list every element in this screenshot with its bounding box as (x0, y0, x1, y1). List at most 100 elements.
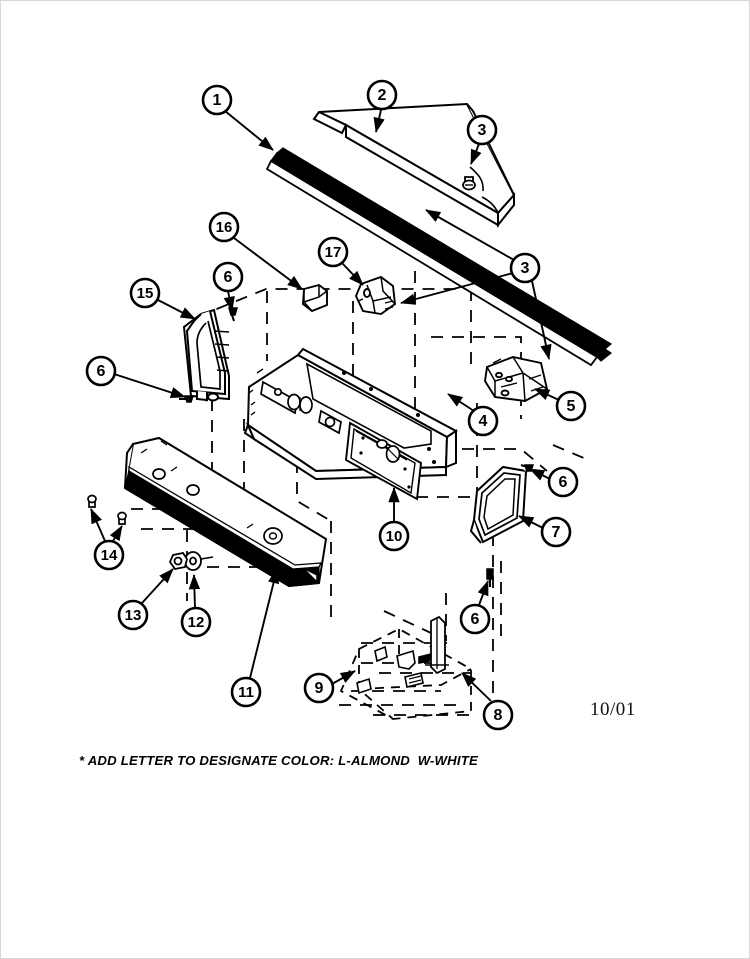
callout-circle (212, 261, 244, 293)
leader-9 (331, 670, 356, 685)
callout-bubble-1[interactable]: 1 (201, 84, 233, 116)
callout-bubble-6b[interactable]: 6 (85, 355, 117, 387)
part-right-console-end-cap (469, 464, 529, 544)
leader-13 (141, 568, 174, 604)
leader-3a (470, 143, 482, 165)
leader-3c (400, 272, 514, 305)
callout-circle (459, 603, 491, 635)
part-water-valve-bracket (354, 275, 397, 316)
callout-bubble-10[interactable]: 10 (378, 520, 410, 552)
callout-number: 16 (216, 219, 233, 236)
callout-bubble-6d[interactable]: 6 (459, 603, 491, 635)
callout-number: 6 (97, 363, 106, 380)
callout-bubble-3b[interactable]: 3 (509, 252, 541, 284)
callout-bubble-9[interactable]: 9 (303, 672, 335, 704)
callout-circle (547, 466, 579, 498)
leader-16 (233, 237, 303, 290)
callout-number: 7 (552, 524, 561, 541)
callout-circle (540, 516, 572, 548)
callout-bubble-3a[interactable]: 3 (466, 114, 498, 146)
callout-leader-lines (90, 109, 560, 702)
callout-number: 10 (386, 528, 403, 545)
callout-circle (208, 211, 240, 243)
callout-circle (467, 405, 499, 437)
callout-bubble-2[interactable]: 2 (366, 79, 398, 111)
callout-bubble-13[interactable]: 13 (117, 599, 149, 631)
callout-circle (378, 520, 410, 552)
part-cabinet-detail-features (356, 615, 449, 695)
callout-circle (366, 79, 398, 111)
control-panel-cutouts (260, 362, 436, 501)
callout-number: 15 (137, 285, 154, 302)
callout-bubble-7[interactable]: 7 (540, 516, 572, 548)
part-console-retainer-clip (302, 283, 328, 313)
callout-circle (85, 355, 117, 387)
part-knob-clip (168, 551, 188, 570)
callout-number: 2 (378, 87, 387, 104)
leader-6a (223, 290, 235, 312)
callout-number: 4 (479, 413, 488, 430)
callout-circle (317, 236, 349, 268)
callout-number: 8 (494, 707, 503, 724)
leader-1 (224, 110, 274, 151)
leader-2 (373, 109, 385, 133)
callout-circle (180, 606, 212, 638)
callout-bubble-5[interactable]: 5 (555, 390, 587, 422)
callout-bubble-15[interactable]: 15 (129, 277, 161, 309)
callout-bubble-14[interactable]: 14 (93, 539, 125, 571)
callout-number: 13 (125, 607, 142, 624)
part-screw-head-top (462, 176, 476, 191)
callout-bubble-12[interactable]: 12 (180, 606, 212, 638)
leader-14b (109, 525, 123, 542)
leader-12 (188, 574, 201, 609)
color-designation-footnote: * ADD LETTER TO DESIGNATE COLOR: L-ALMON… (79, 753, 478, 768)
callout-circle (482, 699, 514, 731)
part-push-pin-fasteners (87, 494, 127, 525)
leader-6c (529, 468, 551, 481)
part-console-front-panel (123, 436, 328, 588)
leader-3d (531, 280, 552, 360)
callout-circle (129, 277, 161, 309)
callout-bubble-8[interactable]: 8 (482, 699, 514, 731)
callout-circle (509, 252, 541, 284)
part-console-trim-strip (265, 147, 613, 367)
callout-circle (117, 599, 149, 631)
callout-circle (93, 539, 125, 571)
callout-circle (466, 114, 498, 146)
callout-number: 6 (559, 474, 568, 491)
callout-bubble-6c[interactable]: 6 (547, 466, 579, 498)
leader-11 (249, 568, 280, 679)
callout-number: 11 (238, 684, 254, 701)
callout-bubble-16[interactable]: 16 (208, 211, 240, 243)
callout-bubble-6a[interactable]: 6 (212, 261, 244, 293)
callout-number: 17 (325, 244, 342, 261)
part-lid-switch-assembly (484, 356, 549, 402)
part-left-console-end-cap (182, 308, 230, 402)
callout-bubble-4[interactable]: 4 (467, 405, 499, 437)
leader-3b (425, 209, 515, 261)
leader-4 (447, 393, 475, 412)
callout-number: 6 (471, 611, 480, 628)
callout-number: 5 (567, 398, 576, 415)
callout-number: 14 (101, 547, 118, 564)
callout-circle (555, 390, 587, 422)
callout-number: 3 (478, 122, 487, 139)
leader-6d (477, 580, 489, 606)
callout-circle (303, 672, 335, 704)
callout-circle (230, 676, 262, 708)
leader-17 (341, 262, 364, 286)
callout-number: 9 (315, 680, 324, 697)
date-stamp: 10/01 (590, 699, 636, 720)
leader-5 (534, 388, 560, 401)
callout-bubble-17[interactable]: 17 (317, 236, 349, 268)
leader-15 (157, 299, 196, 320)
callout-bubble-11[interactable]: 11 (230, 676, 262, 708)
leader-7 (518, 515, 544, 529)
leader-6b (113, 373, 186, 399)
leader-14 (90, 508, 106, 542)
callout-number: 1 (213, 92, 222, 109)
callout-number: 3 (521, 260, 530, 277)
callout-number: 12 (188, 614, 205, 631)
